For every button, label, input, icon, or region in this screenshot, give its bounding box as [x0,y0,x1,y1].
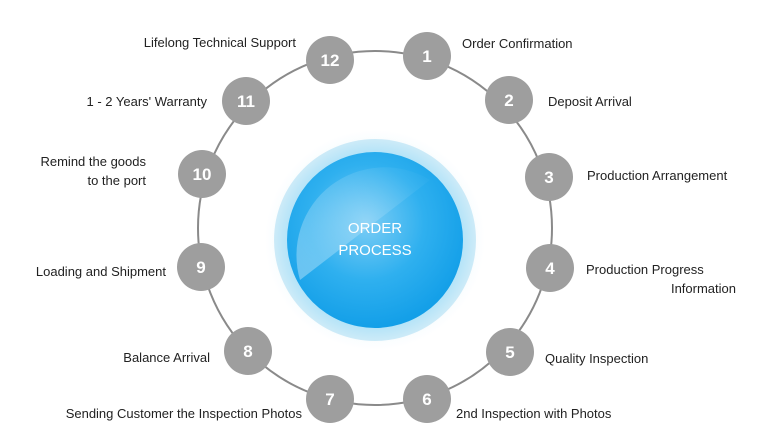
step-label-2: Deposit Arrival [548,92,632,111]
step-label-10: Remind the goods to the port [40,152,146,190]
step-label-line: Sending Customer the Inspection Photos [65,406,302,421]
step-label-line: Quality Inspection [545,351,649,366]
step-node-circle [526,244,574,292]
step-number: 4 [545,259,555,278]
step-label-line: to the port [87,173,146,188]
step-node-circle [403,375,451,423]
step-node-circle [485,76,533,124]
step-number: 5 [505,343,514,362]
step-node-3: 3 [525,153,573,201]
step-label-line: Information [670,281,736,296]
step-node-11: 11 [222,77,270,125]
step-label-5: Quality Inspection [545,349,648,368]
step-node-7: 7 [306,375,354,423]
step-node-9: 9 [177,243,225,291]
center-title-line1: ORDER [348,220,402,237]
step-label-9: Loading and Shipment [36,262,166,281]
step-node-8: 8 [224,327,272,375]
step-node-circle [486,328,534,376]
step-label-line: 1 - 2 Years' Warranty [86,94,208,109]
step-number: 6 [422,390,431,409]
step-node-5: 5 [486,328,534,376]
step-node-circle [178,150,226,198]
step-number: 2 [504,91,513,110]
step-node-4: 4 [526,244,574,292]
step-node-circle [177,243,225,291]
step-node-10: 10 [178,150,226,198]
step-node-circle [306,36,354,84]
step-label-line: Loading and Shipment [35,264,166,279]
step-label-8: Balance Arrival [123,348,210,367]
step-label-6: 2nd Inspection with Photos [456,404,611,423]
step-number: 9 [196,258,205,277]
step-number: 8 [243,342,252,361]
step-node-6: 6 [403,375,451,423]
step-number: 1 [422,47,431,66]
step-label-line: Order Confirmation [462,36,573,51]
step-number: 3 [544,168,553,187]
center-circle: ORDER PROCESS [265,130,485,350]
step-node-circle [224,327,272,375]
step-label-7: Sending Customer the Inspection Photos [66,404,302,423]
step-label-line: Lifelong Technical Support [143,35,296,50]
step-number: 10 [193,165,212,184]
center-title-line2: PROCESS [338,242,411,259]
step-node-circle [222,77,270,125]
step-node-circle [306,375,354,423]
step-label-line: Balance Arrival [123,350,210,365]
step-label-11: 1 - 2 Years' Warranty [87,92,208,111]
step-label-line: Deposit Arrival [548,94,632,109]
step-node-2: 2 [485,76,533,124]
step-label-line: Production Progress [586,262,704,277]
step-label-1: Order Confirmation [462,34,573,53]
step-node-circle [525,153,573,201]
step-node-12: 12 [306,36,354,84]
step-node-circle [403,32,451,80]
step-number: 11 [237,92,255,111]
step-number: 7 [325,390,334,409]
step-label-line: Production Arrangement [587,168,728,183]
step-label-12: Lifelong Technical Support [144,33,296,52]
step-label-3: Production Arrangement [587,166,727,185]
process-ring [197,50,553,406]
step-label-line: Remind the goods [40,154,146,169]
step-number: 12 [321,51,340,70]
step-label-line: 2nd Inspection with Photos [456,406,612,421]
step-node-1: 1 [403,32,451,80]
